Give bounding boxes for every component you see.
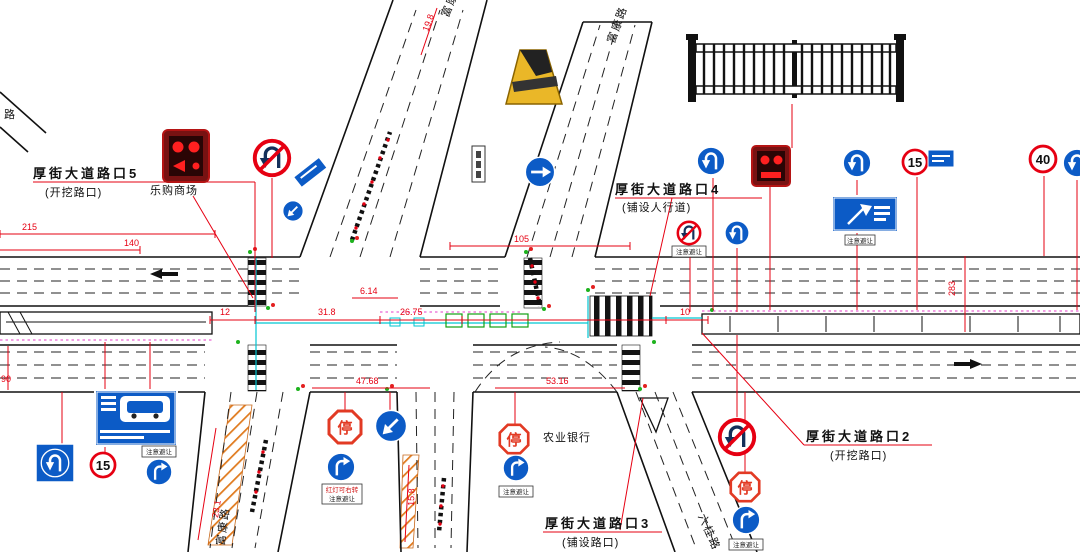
yield-plate: 注意避让 <box>671 245 707 258</box>
dimension-label: 215 <box>22 222 37 232</box>
intersection4-note: (铺设人行道) <box>622 200 691 214</box>
intersection2-note: (开挖路口) <box>830 448 887 462</box>
channel-island <box>638 397 669 434</box>
liugui-road <box>617 392 757 552</box>
pavement-arrows <box>150 269 982 369</box>
direction-arrow-sign <box>277 195 309 227</box>
yield-plate-text: 注意避让 <box>503 487 530 496</box>
speed-limit-text: 40 <box>1036 152 1050 167</box>
traffic-signal-icon <box>751 145 791 187</box>
right-turn-sign <box>145 458 173 486</box>
uturn-permitted-sign <box>1062 148 1080 178</box>
intersection4-title: 厚街大道路口4 <box>615 182 721 197</box>
direction-arrow-sign <box>524 156 556 188</box>
intersection3-title: 厚街大道路口3 <box>545 516 651 531</box>
stop-sign: 停 <box>729 471 761 503</box>
uturn-permitted-sign <box>724 220 750 246</box>
yield-plate: 注意避让 <box>728 538 764 551</box>
pedestrian-fence <box>686 34 906 102</box>
aux-sign-panel <box>927 149 955 168</box>
intersection5-title: 厚街大道路口5 <box>33 166 139 181</box>
right-turn-sign <box>326 452 356 482</box>
fukang-upper-left-road <box>300 0 487 257</box>
no-uturn-sign <box>676 220 702 246</box>
road-name-partial: 路 <box>4 108 17 121</box>
stop-sign: 停 <box>498 423 530 455</box>
dimension-label: 140 <box>124 238 139 248</box>
intersection5-note: (开挖路口) <box>45 185 102 199</box>
stop-sign: 停 <box>327 409 363 445</box>
dimension-label: 105 <box>514 234 529 244</box>
lower-middle-road <box>397 392 473 552</box>
yield-plate: 注意避让 <box>844 234 876 246</box>
pedestrian-crossings <box>247 257 653 392</box>
stop-sign-text: 停 <box>506 431 521 449</box>
stop-sign-text: 停 <box>337 419 352 437</box>
construction-barrier <box>505 49 564 105</box>
yield-plate-text: 注意避让 <box>329 494 356 503</box>
speed-limit-text: 15 <box>908 155 922 170</box>
leader-lines <box>33 104 1078 533</box>
stop-sign-text: 停 <box>737 479 752 497</box>
yield-plate: 注意避让 <box>498 485 534 498</box>
device-queue-marks <box>249 131 543 533</box>
yield-plate-text: 注意避让 <box>733 540 760 549</box>
right-on-red-text: 红灯可右转 <box>326 485 359 494</box>
traffic-signal-icon <box>162 129 210 183</box>
dimension-label: 53.16 <box>546 376 569 386</box>
no-uturn-sign <box>717 417 757 457</box>
construction-zones <box>207 404 420 549</box>
dimension-label: 6.14 <box>360 286 378 296</box>
dimension-label: 283 <box>947 281 957 296</box>
fukang-upper-right-road <box>505 22 652 257</box>
yield-plate: 注意避让 <box>141 445 177 458</box>
right-turn-sign <box>502 454 530 482</box>
dimension-label: 90 <box>1 374 11 384</box>
intersection2-title: 厚街大道路口2 <box>806 429 912 444</box>
speed-limit-15-sign: 15 <box>89 451 117 479</box>
aux-sign-panel <box>292 156 328 189</box>
carriageway-solid-lines <box>0 305 1080 346</box>
speed-limit-40-sign: 40 <box>1028 144 1058 174</box>
intersection3-note: (铺设路口) <box>562 536 619 549</box>
yield-plate-text: 注意避让 <box>847 236 874 245</box>
yield-plate-text: 注意避让 <box>146 447 173 456</box>
dimension-label: 12 <box>220 307 230 317</box>
yield-plate-text: 注意避让 <box>676 247 703 256</box>
uturn-permitted-sign <box>842 148 872 178</box>
lane-markings <box>0 9 1080 549</box>
uturn-permitted-sign <box>696 146 726 176</box>
right-turn-sign <box>731 505 761 535</box>
mall-label: 乐购商场 <box>150 183 198 197</box>
info-board <box>831 195 899 233</box>
info-board <box>94 389 178 447</box>
speed-limit-text: 15 <box>96 458 110 473</box>
dimension-label: 23.1 <box>210 499 223 518</box>
dimension-label: 10 <box>680 307 690 317</box>
aux-sign-panel <box>471 145 486 183</box>
dimension-label: 26.75 <box>400 307 423 317</box>
median-islands <box>0 311 1080 335</box>
no-uturn-sign <box>252 138 292 178</box>
dimension-label: 31.8 <box>318 307 336 317</box>
signs-layer: 停 停 停 15 15 40 <box>35 138 1080 551</box>
uturn-permitted-sign <box>40 448 70 478</box>
speed-limit-15-sign: 15 <box>901 148 929 176</box>
dimension-label: 47.68 <box>356 376 379 386</box>
right-on-red-plate: 红灯可右转 注意避让 <box>321 483 363 505</box>
dimension-label: 15.8 <box>406 488 417 506</box>
bank-label: 农业银行 <box>543 430 591 444</box>
